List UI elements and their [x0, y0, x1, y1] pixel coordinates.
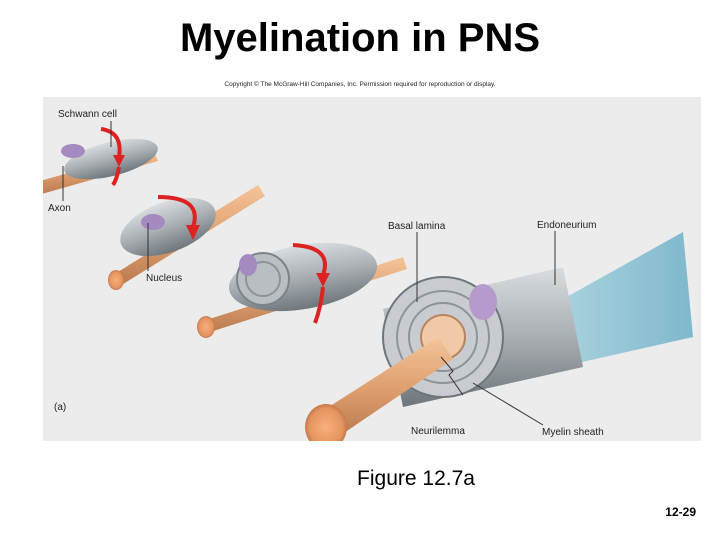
stage-1 [43, 129, 162, 198]
stage-3 [197, 232, 407, 338]
page-number: 12-29 [665, 505, 696, 519]
nucleus-stage-3 [239, 254, 257, 276]
myelination-figure: Schwann cell Axon Nucleus Basal lamina E… [43, 97, 701, 441]
nucleus-stage-2 [141, 214, 165, 230]
label-axon: Axon [48, 203, 71, 214]
axon-end-stage-3 [197, 316, 215, 338]
label-schwann-cell: Schwann cell [58, 109, 117, 120]
label-neurilemma: Neurilemma [411, 426, 465, 437]
label-basal-lamina: Basal lamina [388, 221, 445, 232]
nucleus-stage-4 [469, 284, 497, 320]
label-nucleus: Nucleus [146, 273, 182, 284]
nucleus-stage-1 [61, 144, 85, 158]
label-panel-a: (a) [54, 402, 66, 413]
label-endoneurium: Endoneurium [537, 220, 596, 231]
slide-title: Myelination in PNS [0, 12, 720, 64]
axon-end-stage-2 [108, 270, 124, 290]
figure-caption: Figure 12.7a [0, 467, 720, 491]
copyright-notice: Copyright © The McGraw-Hill Companies, I… [0, 81, 720, 88]
myelination-illustration [43, 97, 701, 441]
label-myelin-sheath: Myelin sheath [542, 427, 604, 438]
